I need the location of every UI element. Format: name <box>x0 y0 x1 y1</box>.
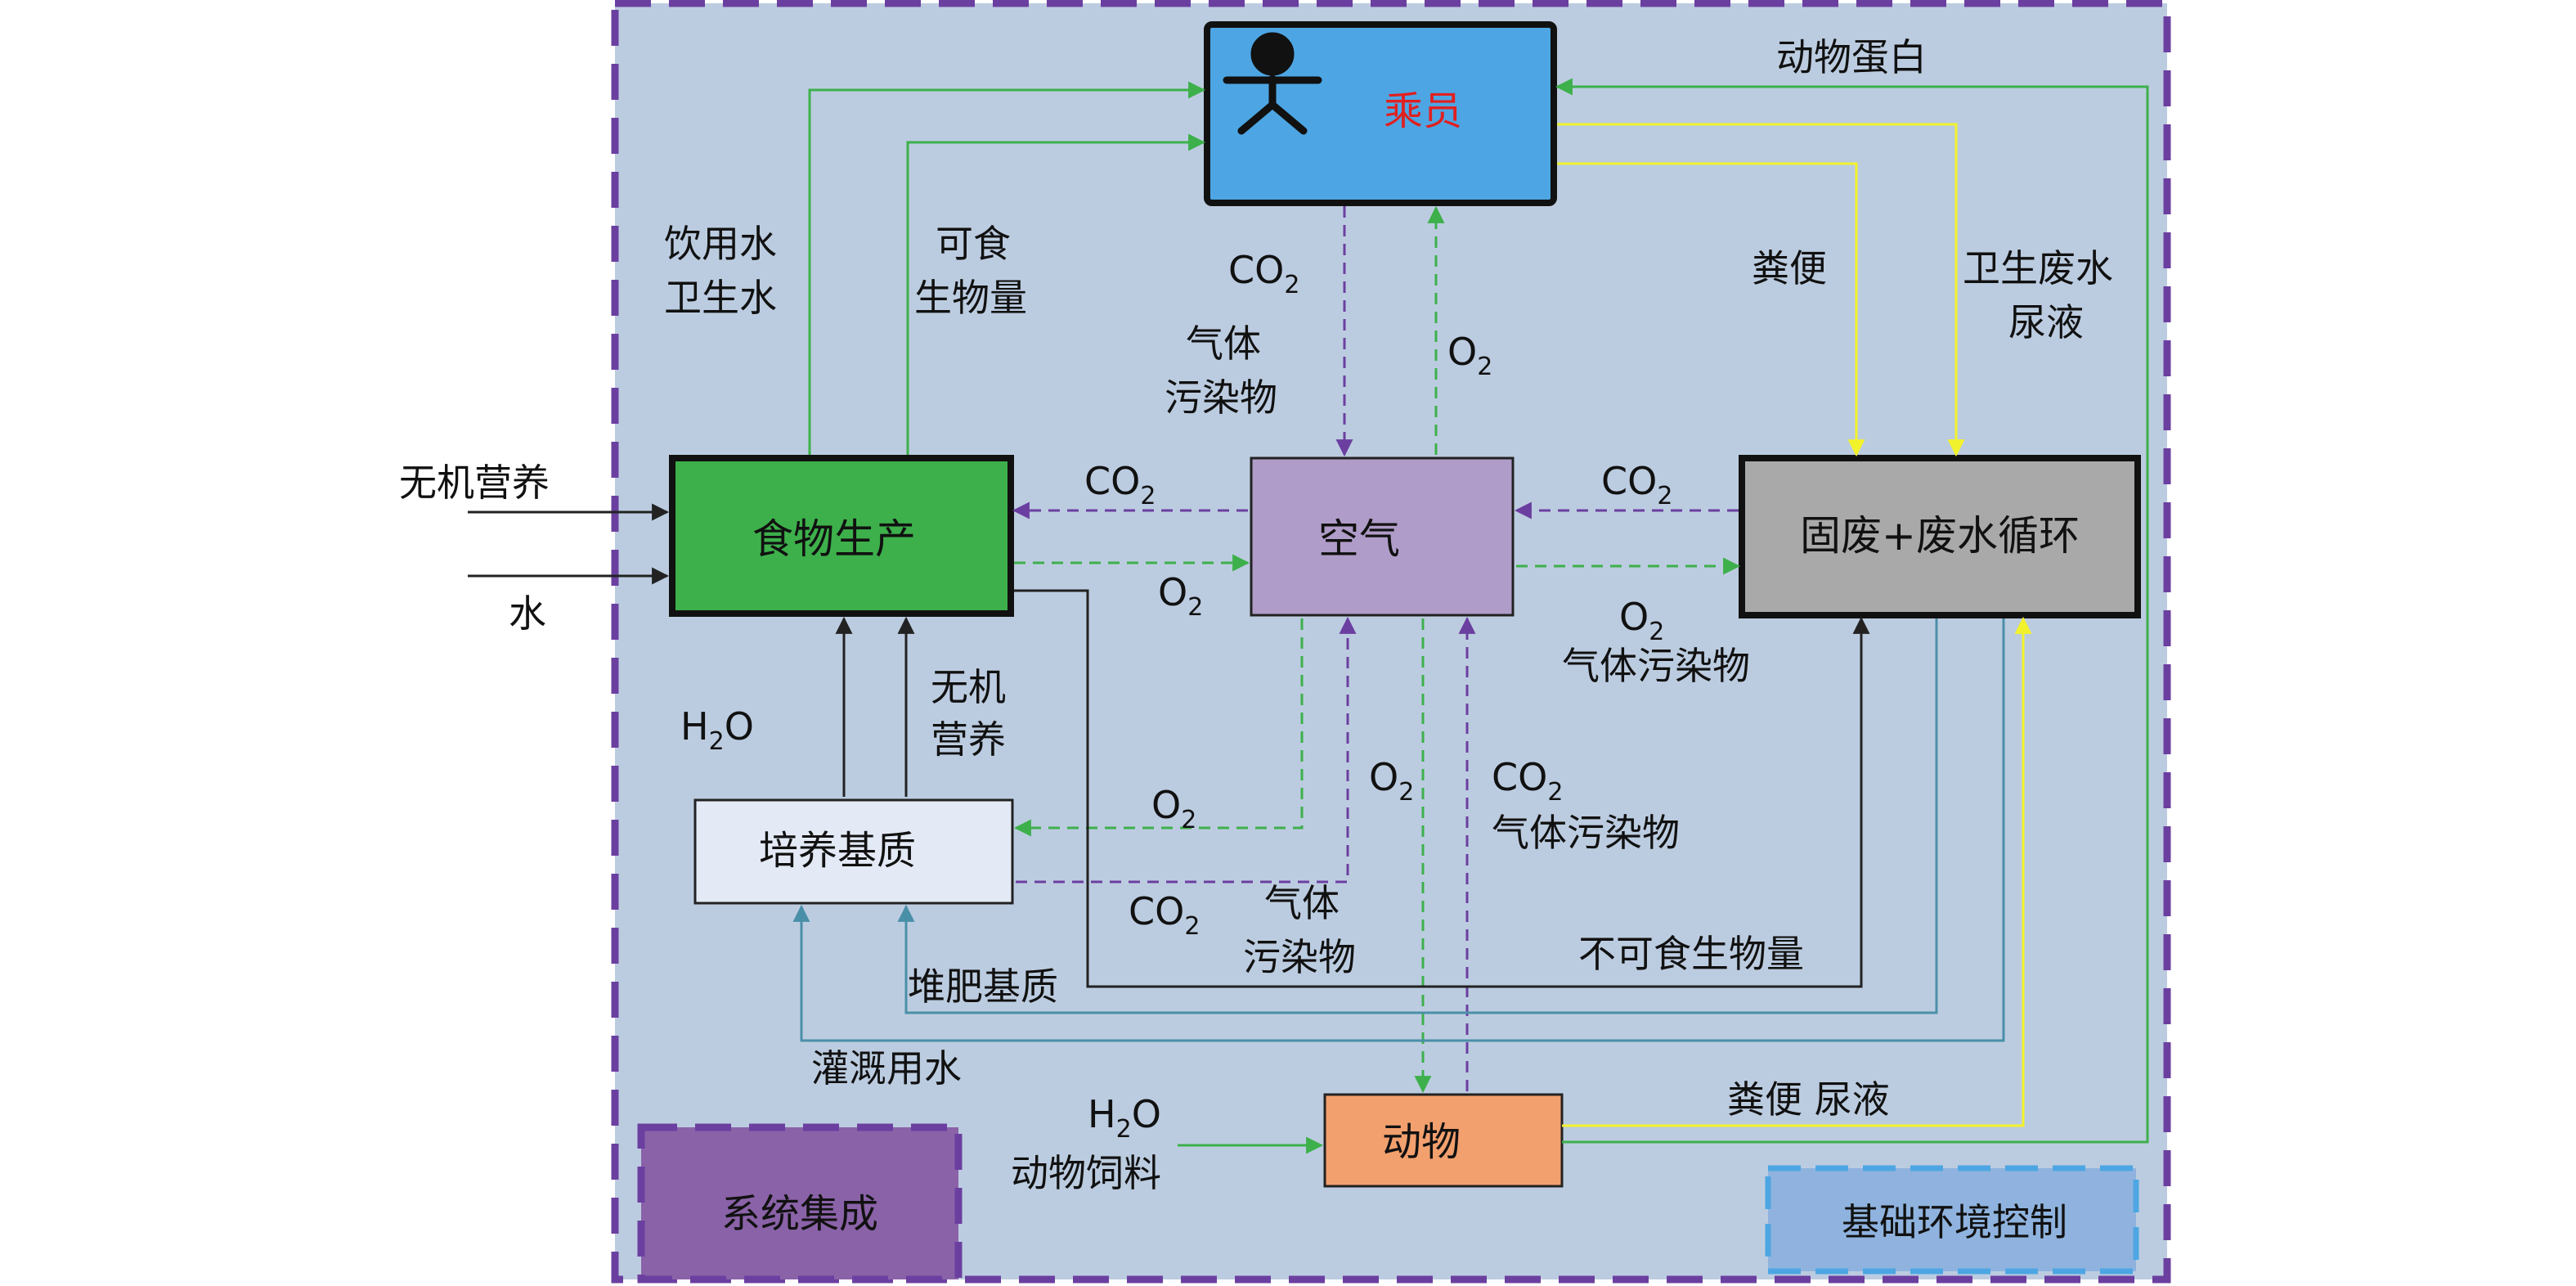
animal-label: 动物 <box>1382 1119 1461 1165</box>
label-edible-1: 可食 <box>936 222 1011 266</box>
arrow-waste-substrate-compost <box>897 618 1938 1014</box>
waste-recycling-label: 固废+废水循环 <box>1800 512 2080 560</box>
arrow-food-crew-water <box>808 81 1206 455</box>
person-icon <box>1223 32 1322 135</box>
label-crew-gas-2: 污染物 <box>1165 375 1277 420</box>
label-crew-o2: O2 <box>1447 330 1492 381</box>
label-waste-o2: O2 <box>1619 595 1664 646</box>
air-label: 空气 <box>1318 515 1400 563</box>
label-crew-co2: CO2 <box>1228 248 1299 299</box>
label-water-in: 水 <box>509 591 546 636</box>
label-inorganic-nutrient: 无机营养 <box>399 461 550 505</box>
arrow-air-substrate-o2 <box>1013 618 1304 837</box>
label-waste-gas: 气体污染物 <box>1562 644 1750 688</box>
arrow-animal-crew-protein <box>1555 78 2149 1144</box>
label-irrigation: 灌溉用水 <box>811 1046 962 1090</box>
animal-node[interactable]: 动物 <box>1323 1093 1564 1188</box>
waste-recycling-node[interactable]: 固废+废水循环 <box>1739 455 2141 618</box>
label-animal-protein: 动物蛋白 <box>1776 35 1927 79</box>
system-panel <box>611 0 2171 1284</box>
arrow-crew-waste-feces <box>1557 162 1865 457</box>
label-waste-co2: CO2 <box>1601 459 1672 510</box>
substrate-label: 培养基质 <box>759 828 916 874</box>
label-drink-water-2: 卫生水 <box>664 276 777 320</box>
label-substrate-h2o: H2O <box>680 704 754 756</box>
label-animal-o2: O2 <box>1369 755 1414 807</box>
system-integration-label: 系统集成 <box>721 1191 878 1237</box>
label-sanitary-1: 卫生废水 <box>1963 246 2113 290</box>
arrow-waste-substrate-irrigation <box>792 618 2005 1042</box>
crew-label: 乘员 <box>1384 88 1462 134</box>
arrow-food-crew-biomass <box>906 133 1206 455</box>
food-production-node[interactable]: 食物生产 <box>669 455 1014 617</box>
label-edible-2: 生物量 <box>914 276 1027 320</box>
label-substrate-gas-1: 气体 <box>1264 881 1340 925</box>
arrow-food-waste-inedible <box>1014 589 1870 988</box>
label-drink-water-1: 饮用水 <box>664 222 777 266</box>
label-substrate-nutrient-2: 营养 <box>931 717 1006 762</box>
air-node[interactable]: 空气 <box>1250 456 1515 617</box>
label-food-co2: CO2 <box>1084 459 1156 510</box>
label-food-o2: O2 <box>1158 570 1203 622</box>
label-sanitary-2: 尿液 <box>2008 300 2084 344</box>
substrate-node[interactable]: 培养基质 <box>693 798 1014 905</box>
label-feed: 动物饲料 <box>1011 1151 1161 1195</box>
system-integration-box[interactable]: 系统集成 <box>637 1123 963 1284</box>
label-substrate-co2: CO2 <box>1129 889 1200 941</box>
crew-node[interactable]: 乘员 <box>1204 21 1557 206</box>
food-production-label: 食物生产 <box>752 515 916 563</box>
label-inedible-biomass: 不可食生物量 <box>1578 932 1804 976</box>
label-feces-urine: 粪便 尿液 <box>1727 1077 1890 1122</box>
environment-control-box[interactable]: 基础环境控制 <box>1765 1165 2139 1275</box>
environment-control-label: 基础环境控制 <box>1842 1200 2067 1244</box>
arrow-animal-waste <box>1562 616 2032 1127</box>
label-compost: 堆肥基质 <box>908 964 1058 1009</box>
label-substrate-gas-2: 污染物 <box>1243 935 1356 979</box>
arrow-crew-waste-sanitary <box>1557 123 1965 457</box>
label-substrate-nutrient-1: 无机 <box>931 665 1006 709</box>
label-feces: 粪便 <box>1752 246 1827 290</box>
label-feed-h2o: H2O <box>1088 1092 1161 1144</box>
label-crew-gas-1: 气体 <box>1186 322 1261 366</box>
label-animal-co2: CO2 <box>1492 755 1563 807</box>
label-animal-gas: 气体污染物 <box>1492 811 1680 855</box>
label-substrate-o2: O2 <box>1151 783 1196 834</box>
